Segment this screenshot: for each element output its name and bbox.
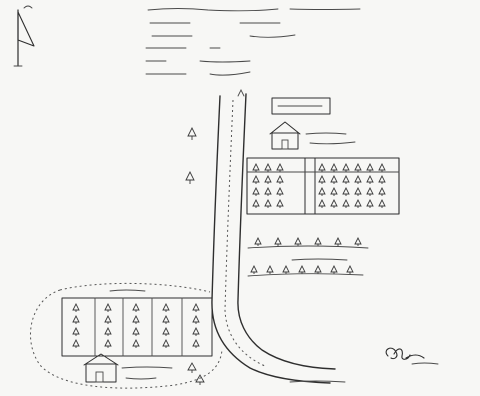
tree-icon xyxy=(264,174,272,184)
bottom-left-trees xyxy=(72,302,200,348)
tree-icon xyxy=(346,264,354,274)
tree-icon xyxy=(162,326,170,336)
tree-icon xyxy=(192,314,200,324)
tree-icon xyxy=(298,264,306,274)
tree-icon xyxy=(132,302,140,312)
header-notes xyxy=(145,8,361,76)
tree-icon xyxy=(314,264,322,274)
tree-icon xyxy=(132,314,140,324)
orchard-block-right xyxy=(246,157,400,215)
tree-icon xyxy=(132,326,140,336)
tree-icon xyxy=(72,314,80,324)
tree-icon xyxy=(318,198,326,208)
tree-icon xyxy=(354,174,362,184)
tree-icon xyxy=(72,338,80,348)
tree-icon xyxy=(354,186,362,196)
tree-icon xyxy=(354,198,362,208)
tree-icon xyxy=(254,236,262,246)
tree-icon xyxy=(330,162,338,172)
tree-icon xyxy=(342,174,350,184)
tree-icon xyxy=(366,162,374,172)
tree-rows-middle xyxy=(250,236,362,274)
tree-icon xyxy=(72,326,80,336)
tree-icon xyxy=(294,236,302,246)
tree-icon xyxy=(192,302,200,312)
tree-icon xyxy=(274,236,282,246)
tree-icon xyxy=(342,186,350,196)
tree-icon xyxy=(330,264,338,274)
tree-icon xyxy=(162,338,170,348)
tree-icon xyxy=(264,198,272,208)
tree-icon xyxy=(366,186,374,196)
tree-icon xyxy=(162,314,170,324)
tree-icon xyxy=(192,326,200,336)
tree-icon xyxy=(264,186,272,196)
tree-icon xyxy=(132,338,140,348)
tree-icon xyxy=(266,264,274,274)
tree-icon xyxy=(354,162,362,172)
tree-icon xyxy=(104,314,112,324)
tree-icon xyxy=(318,162,326,172)
tree-icon xyxy=(104,302,112,312)
school-box xyxy=(271,97,331,115)
tree-icon xyxy=(252,162,260,172)
tree-icon xyxy=(276,186,284,196)
tree-icon xyxy=(378,162,386,172)
tree-icon xyxy=(378,186,386,196)
tree-icon xyxy=(104,338,112,348)
tree-icon xyxy=(104,326,112,336)
bottom-house-icon xyxy=(83,353,119,383)
tree-icon xyxy=(282,264,290,274)
tree-icon xyxy=(330,174,338,184)
tree-icon xyxy=(318,174,326,184)
tree-icon xyxy=(252,174,260,184)
tree-icon xyxy=(334,236,342,246)
tree-icon xyxy=(250,264,258,274)
tree-icon xyxy=(330,198,338,208)
house-icon xyxy=(269,121,301,150)
tree-icon xyxy=(162,302,170,312)
bottom-left-enclosure xyxy=(29,282,223,389)
tree-icon xyxy=(314,236,322,246)
tree-icon xyxy=(72,302,80,312)
orchard-trees xyxy=(252,162,386,208)
tree-icon xyxy=(252,186,260,196)
north-arrow-icon xyxy=(13,5,35,67)
tree-icon xyxy=(342,198,350,208)
tree-icon xyxy=(342,162,350,172)
tree-icon xyxy=(264,162,272,172)
main-road xyxy=(211,88,336,384)
tree-icon xyxy=(354,236,362,246)
tree-icon xyxy=(378,198,386,208)
left-trees xyxy=(185,126,197,184)
signature xyxy=(385,347,439,365)
tree-icon xyxy=(276,174,284,184)
tree-icon xyxy=(366,198,374,208)
tree-icon xyxy=(276,198,284,208)
tree-icon xyxy=(276,162,284,172)
tree-icon xyxy=(330,186,338,196)
tree-icon xyxy=(366,174,374,184)
tree-icon xyxy=(252,198,260,208)
tree-icon xyxy=(192,338,200,348)
tree-icon xyxy=(378,174,386,184)
tree-icon xyxy=(318,186,326,196)
